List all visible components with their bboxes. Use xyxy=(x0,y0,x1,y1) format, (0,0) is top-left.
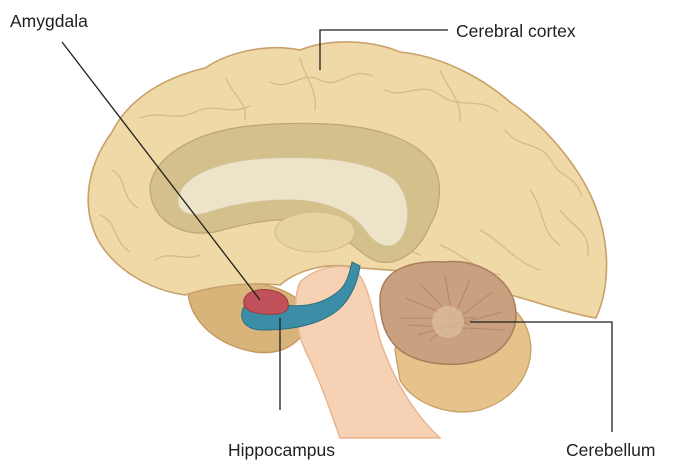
amygdala-label: Amygdala xyxy=(10,11,88,31)
cerebellum-shape xyxy=(380,262,516,365)
cerebellum-label: Cerebellum xyxy=(566,440,655,460)
thalamus xyxy=(275,212,355,252)
hippocampus-label: Hippocampus xyxy=(228,440,335,460)
cerebral-cortex-label: Cerebral cortex xyxy=(456,21,576,41)
